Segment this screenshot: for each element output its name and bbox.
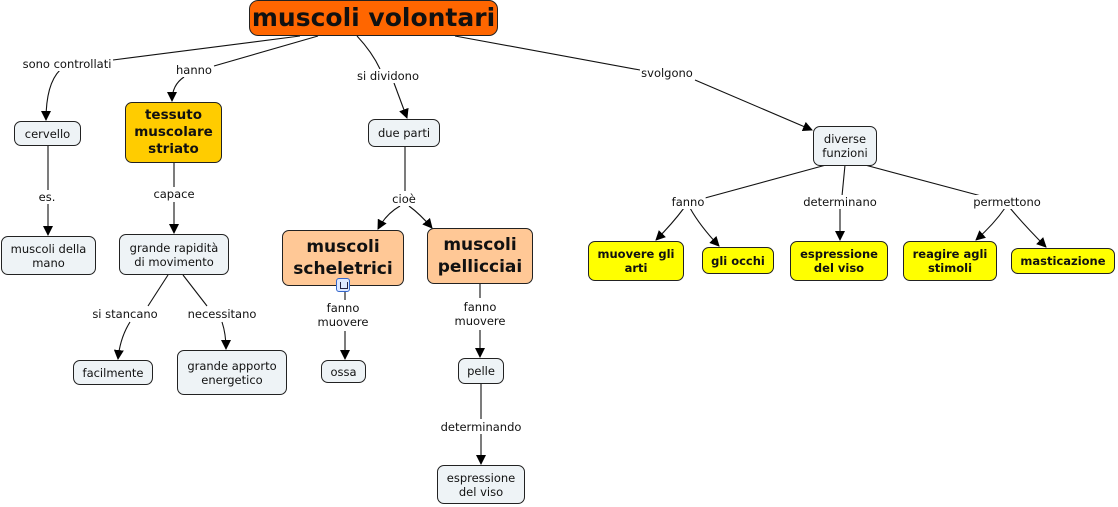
link-hanno[interactable]: hanno bbox=[175, 63, 213, 77]
link-fanno-muovere-scheletrici[interactable]: fanno muovere bbox=[316, 301, 370, 329]
edge-arrow bbox=[220, 321, 231, 350]
concept-ossa[interactable]: ossa bbox=[321, 360, 366, 383]
edge-arrow bbox=[1009, 207, 1047, 248]
edge-arrow bbox=[408, 205, 433, 229]
concept-muscoli-della-mano[interactable]: muscoli della mano bbox=[1, 236, 96, 275]
edge-arrow bbox=[167, 76, 185, 102]
concept-grande-rapidita[interactable]: grande rapidità di movimento bbox=[119, 234, 229, 275]
edge-arrow bbox=[393, 82, 409, 119]
link-permettono[interactable]: permettono bbox=[972, 195, 1042, 209]
edge-arrow bbox=[689, 207, 720, 247]
edge-arrow bbox=[41, 69, 61, 121]
edge-arrow bbox=[113, 321, 131, 360]
concept-muscoli-scheletrici[interactable]: muscoli scheletrici bbox=[282, 230, 404, 286]
link-svolgono[interactable]: svolgono bbox=[640, 66, 694, 80]
link-capace[interactable]: capace bbox=[152, 187, 196, 201]
edge bbox=[182, 274, 208, 307]
concept-cervello[interactable]: cervello bbox=[14, 121, 81, 146]
link-determinano[interactable]: determinano bbox=[802, 195, 878, 209]
concept-muovere-gli-arti[interactable]: muovere gli arti bbox=[588, 241, 684, 281]
concept-reagire-agli-stimoli[interactable]: reagire agli stimoli bbox=[903, 241, 997, 281]
edge bbox=[112, 35, 301, 61]
link-fanno-muovere-pellicciai[interactable]: fanno muovere bbox=[453, 300, 507, 328]
concept-facilmente[interactable]: facilmente bbox=[73, 360, 153, 385]
link-si-stancano[interactable]: si stancano bbox=[91, 307, 159, 321]
link-fanno[interactable]: fanno bbox=[670, 195, 706, 209]
concept-due-parti[interactable]: due parti bbox=[368, 119, 440, 147]
link-necessitano[interactable]: necessitano bbox=[186, 307, 258, 321]
link-sono-controllati[interactable]: sono controllati bbox=[21, 57, 113, 71]
edge bbox=[454, 35, 641, 71]
concept-muscoli-pellicciai[interactable]: muscoli pellicciai bbox=[427, 228, 533, 284]
edge bbox=[213, 35, 319, 67]
edge-arrow bbox=[655, 207, 685, 241]
edge-arrow bbox=[975, 207, 1006, 241]
concept-grande-apporto-energetico[interactable]: grande apporto energetico bbox=[177, 350, 287, 395]
concept-gli-occhi[interactable]: gli occhi bbox=[702, 247, 774, 274]
concept-tessuto-muscolare-striato[interactable]: tessuto muscolare striato bbox=[125, 102, 222, 163]
edge bbox=[356, 35, 381, 70]
concept-diverse-funzioni[interactable]: diverse funzioni bbox=[813, 126, 877, 166]
concept-espressione-del-viso-bottom[interactable]: espressione del viso bbox=[437, 465, 525, 504]
concept-muscoli-volontari[interactable]: muscoli volontari bbox=[249, 0, 498, 36]
link-es[interactable]: es. bbox=[37, 190, 57, 204]
edge bbox=[147, 274, 169, 307]
concept-masticazione[interactable]: masticazione bbox=[1011, 248, 1115, 274]
concept-espressione-del-viso[interactable]: espressione del viso bbox=[790, 241, 888, 281]
edge-arrow bbox=[377, 205, 401, 230]
link-determinando[interactable]: determinando bbox=[439, 420, 523, 434]
edge bbox=[864, 164, 986, 198]
concept-pelle[interactable]: pelle bbox=[458, 358, 504, 384]
submap-icon[interactable] bbox=[336, 278, 350, 292]
edge bbox=[704, 164, 827, 199]
edge bbox=[841, 164, 846, 197]
link-si-dividono[interactable]: si dividono bbox=[356, 69, 420, 83]
link-cioe[interactable]: cioè bbox=[391, 192, 417, 206]
edge-arrow bbox=[694, 79, 813, 132]
